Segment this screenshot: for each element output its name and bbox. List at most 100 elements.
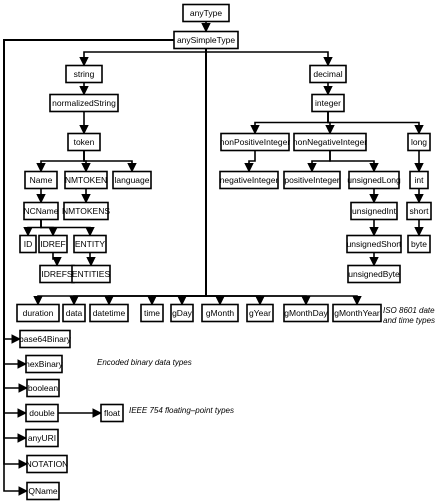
node-label: unsignedInt [352, 206, 397, 216]
node-gmonthday: gMonthDay [283, 303, 329, 323]
node-label: data [66, 308, 83, 318]
node-negativeinteger: negativeInteger [219, 170, 279, 190]
node-nonpositiveinteger: nonPositiveInteger [220, 132, 290, 152]
node-ncname: NCName [23, 201, 59, 221]
node-label: gYear [249, 308, 271, 318]
node-box [65, 64, 103, 84]
node-unsignedlong: unsignedLong [347, 170, 401, 190]
node-label: ID [24, 239, 33, 249]
node-box [49, 93, 119, 113]
node-label: negativeInteger [220, 175, 279, 185]
node-qname: QName [26, 481, 60, 501]
edge-anysimpletype-to-gmonth [205, 48, 225, 306]
node-entity: ENTITY [73, 234, 107, 254]
node-box [26, 481, 60, 501]
node-notation: NOTATION [26, 454, 68, 474]
node-label: gDay [172, 308, 193, 318]
node-unsignedint: unsignedInt [350, 201, 398, 221]
node-box [25, 403, 59, 423]
node-box [38, 234, 68, 254]
node-nonnegativeinteger: nonNegativeInteger [293, 132, 367, 152]
node-label: byte [411, 239, 427, 249]
node-box [112, 170, 152, 190]
node-int: int [409, 170, 429, 190]
ieee-types-note: IEEE 754 floating–point types [129, 406, 234, 415]
node-box [220, 132, 290, 152]
node-label: gMonth [206, 308, 235, 318]
node-box [170, 303, 194, 323]
node-name: Name [24, 170, 58, 190]
node-id: ID [19, 234, 37, 254]
node-box [19, 329, 71, 349]
node-label: boolean [28, 383, 59, 393]
edge-integer-to-long [327, 111, 424, 135]
node-token: token [67, 132, 101, 152]
node-label: NCName [24, 206, 59, 216]
node-box [67, 132, 101, 152]
node-label: base64Binary [19, 334, 72, 344]
node-label: gMonthDay [284, 308, 328, 318]
node-box [311, 93, 345, 113]
node-box [406, 201, 432, 221]
node-normalizedstring: normalizedString [49, 93, 119, 113]
edge-anysimpletype-to-string [79, 48, 207, 67]
edge-token-to-language [83, 150, 137, 173]
node-box [293, 132, 367, 152]
node-box [25, 354, 63, 374]
node-label: duration [23, 308, 54, 318]
node-gday: gDay [170, 303, 194, 323]
node-double: double [25, 403, 59, 423]
node-box [62, 303, 86, 323]
node-gmonthyear: gMonthYear [332, 303, 382, 323]
node-label: QName [28, 486, 58, 496]
node-box [23, 201, 59, 221]
node-anytype: anyType [182, 3, 230, 23]
edge-idref-to-idrefs [52, 252, 62, 267]
node-float: float [100, 403, 124, 423]
node-time: time [140, 303, 164, 323]
node-label: datetime [93, 308, 126, 318]
node-label: double [29, 408, 55, 418]
node-idref: IDREF [38, 234, 68, 254]
node-box [407, 234, 431, 254]
node-label: NMTOKENS [62, 206, 110, 216]
node-label: ENTITIES [72, 269, 111, 279]
node-long: long [407, 132, 431, 152]
node-datetime: datetime [89, 303, 129, 323]
edges [3, 21, 424, 496]
node-label: anySimpleType [177, 35, 235, 45]
node-box [25, 428, 59, 448]
node-box [24, 170, 58, 190]
edge-nonnegativeinteger-to-unsignedlong [329, 150, 379, 173]
edge-entity-to-entities [86, 252, 96, 267]
node-label: NMTOKEN [65, 175, 107, 185]
node-nmtoken: NMTOKEN [64, 170, 108, 190]
node-box [173, 30, 239, 50]
edge-anysimpletype-to-qname [3, 39, 174, 496]
node-label: anyType [190, 8, 222, 18]
node-box [309, 64, 347, 84]
node-box [71, 264, 111, 284]
node-box [63, 201, 109, 221]
node-label: hexBinary [25, 359, 64, 369]
node-label: string [74, 69, 95, 79]
node-box [201, 303, 239, 323]
node-box [348, 170, 400, 190]
node-label: nonNegativeInteger [293, 137, 367, 147]
node-gyear: gYear [246, 303, 274, 323]
edge-anysimpletype-to-gmonthyear [205, 48, 362, 306]
node-decimal: decimal [309, 64, 347, 84]
node-label: time [144, 308, 160, 318]
node-box [283, 303, 329, 323]
edge-anysimpletype-to-time [147, 48, 207, 306]
node-box [350, 201, 398, 221]
node-byte: byte [407, 234, 431, 254]
edge-anysimpletype-to-gday [177, 48, 207, 306]
node-box [26, 454, 68, 474]
iso-dates-note-line2: and time types [383, 316, 435, 325]
node-label: ENTITY [75, 239, 106, 249]
node-box [16, 303, 60, 323]
node-boolean: boolean [26, 378, 60, 398]
edge-nonnegativeinteger-to-positiveinteger [307, 150, 331, 173]
node-gmonth: gMonth [201, 303, 239, 323]
